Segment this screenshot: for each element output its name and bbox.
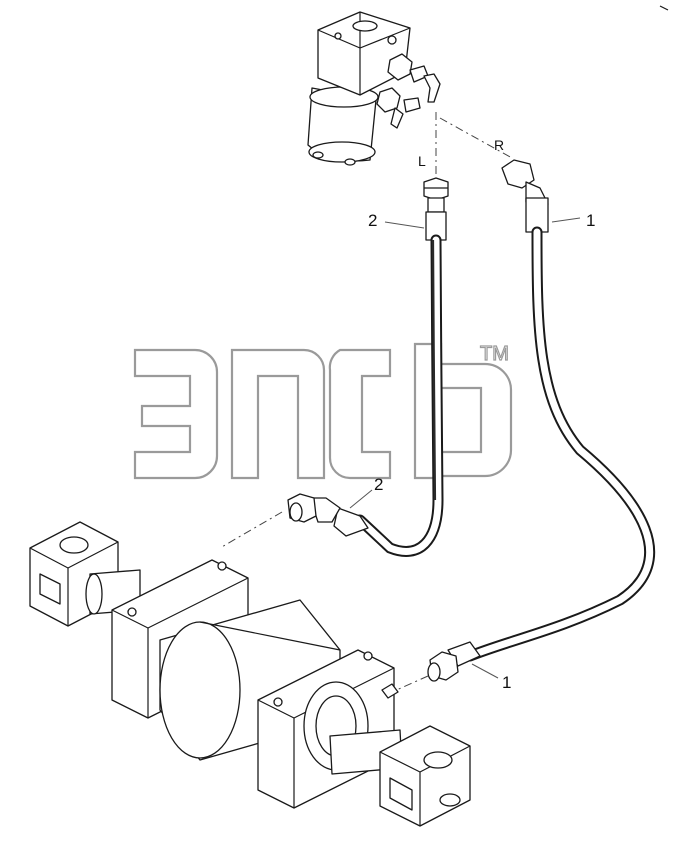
leader-callout-1-top (551, 217, 581, 223)
leader-callout-2-top (384, 221, 425, 229)
corner-mark (659, 5, 669, 11)
callout-1-top: 1 (586, 211, 595, 230)
hose-2 (287, 177, 449, 557)
centerline-cylinder-port-right (391, 675, 429, 693)
steering-control-valve (307, 11, 441, 166)
leader-callout-1-bottom (471, 663, 499, 679)
port-label-right: R (494, 137, 504, 153)
leader-callout-2-bottom (349, 489, 373, 509)
steering-cylinder (29, 521, 471, 827)
port-label-left: L (418, 153, 426, 169)
centerline-right-port (439, 117, 513, 159)
watermark-logo (133, 342, 513, 480)
watermark-trademark: TM (480, 343, 509, 365)
centerline-cylinder-port-left (219, 511, 283, 549)
hose-1 (427, 159, 656, 682)
callout-2-top: 2 (368, 211, 377, 230)
callout-1-bottom: 1 (502, 673, 511, 692)
callout-2-bottom: 2 (374, 475, 383, 494)
